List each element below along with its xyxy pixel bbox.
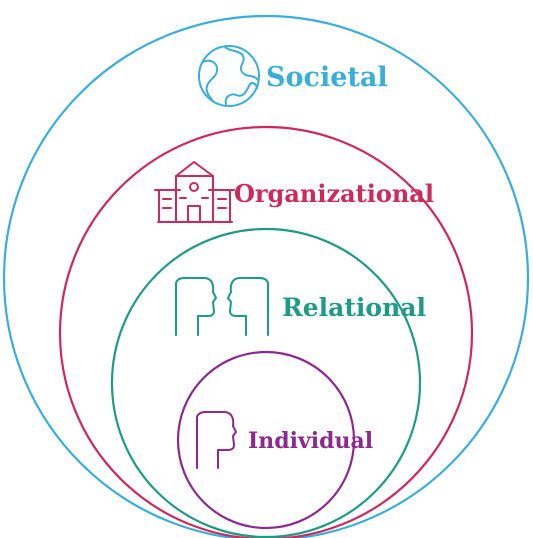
societal-circle [2,14,530,538]
level-individual: Individual [176,350,373,530]
level-societal: Societal [2,14,530,538]
societal-label: Societal [266,62,388,93]
individual-label: Individual [248,428,373,454]
relational-label: Relational [282,293,426,322]
organizational-circle [58,125,474,538]
globe-icon [198,45,260,107]
individual-circle [176,350,356,530]
level-relational: Relational [110,227,426,538]
two-faces-icon [175,277,269,336]
relational-circle [110,227,422,538]
level-organizational: Organizational [58,125,474,538]
building-icon [154,161,235,223]
face-profile-icon [196,411,237,469]
organizational-label: Organizational [234,179,434,208]
